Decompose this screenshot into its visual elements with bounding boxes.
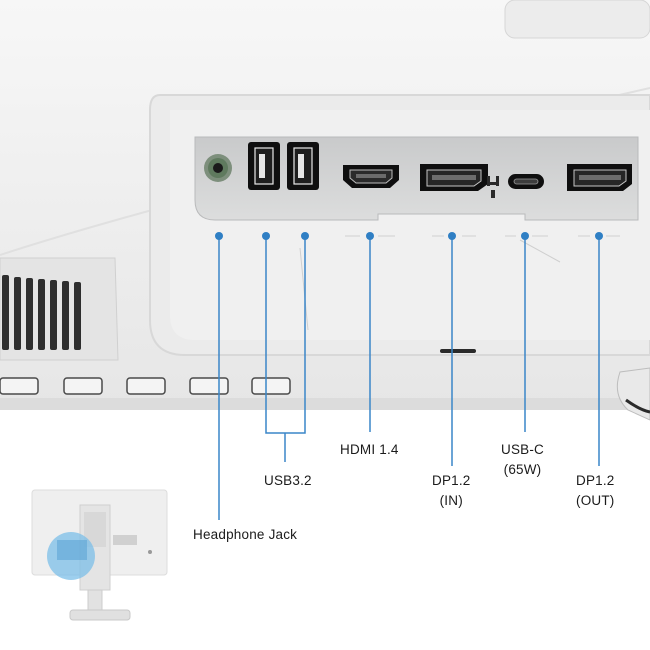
headphone-jack-port xyxy=(204,154,232,182)
displayport-symbol-icon xyxy=(487,176,499,198)
headphone-jack-label: Headphone Jack xyxy=(193,527,298,542)
dp-in-name: DP1.2 xyxy=(432,473,471,488)
usb-c-label: USB-C (65W) xyxy=(501,440,544,480)
displayport-in-port xyxy=(420,164,488,191)
dp-in-qualifier: (IN) xyxy=(439,493,463,508)
callout-lines xyxy=(218,236,600,520)
guide-marks xyxy=(299,235,620,331)
usb-port-2 xyxy=(287,142,319,190)
usb-c-name: USB-C xyxy=(501,442,545,457)
dp-out-label: DP1.2 (OUT) xyxy=(576,471,615,511)
ventilation-grille xyxy=(2,275,81,350)
stand-foot xyxy=(616,367,650,421)
cable-slot xyxy=(440,349,476,353)
usb-label: USB3.2 xyxy=(264,473,312,488)
usb-port-1 xyxy=(248,142,280,190)
hdmi-label: HDMI 1.4 xyxy=(340,442,399,457)
callout-dots xyxy=(215,232,603,240)
dp-out-qualifier: (OUT) xyxy=(576,493,615,508)
hdmi-port xyxy=(343,165,399,188)
usb-c-port xyxy=(508,174,544,189)
dp-in-label: DP1.2 (IN) xyxy=(432,471,471,511)
dp-out-name: DP1.2 xyxy=(576,473,615,488)
displayport-out-port xyxy=(567,164,632,191)
usb-c-qualifier: (65W) xyxy=(503,462,542,477)
